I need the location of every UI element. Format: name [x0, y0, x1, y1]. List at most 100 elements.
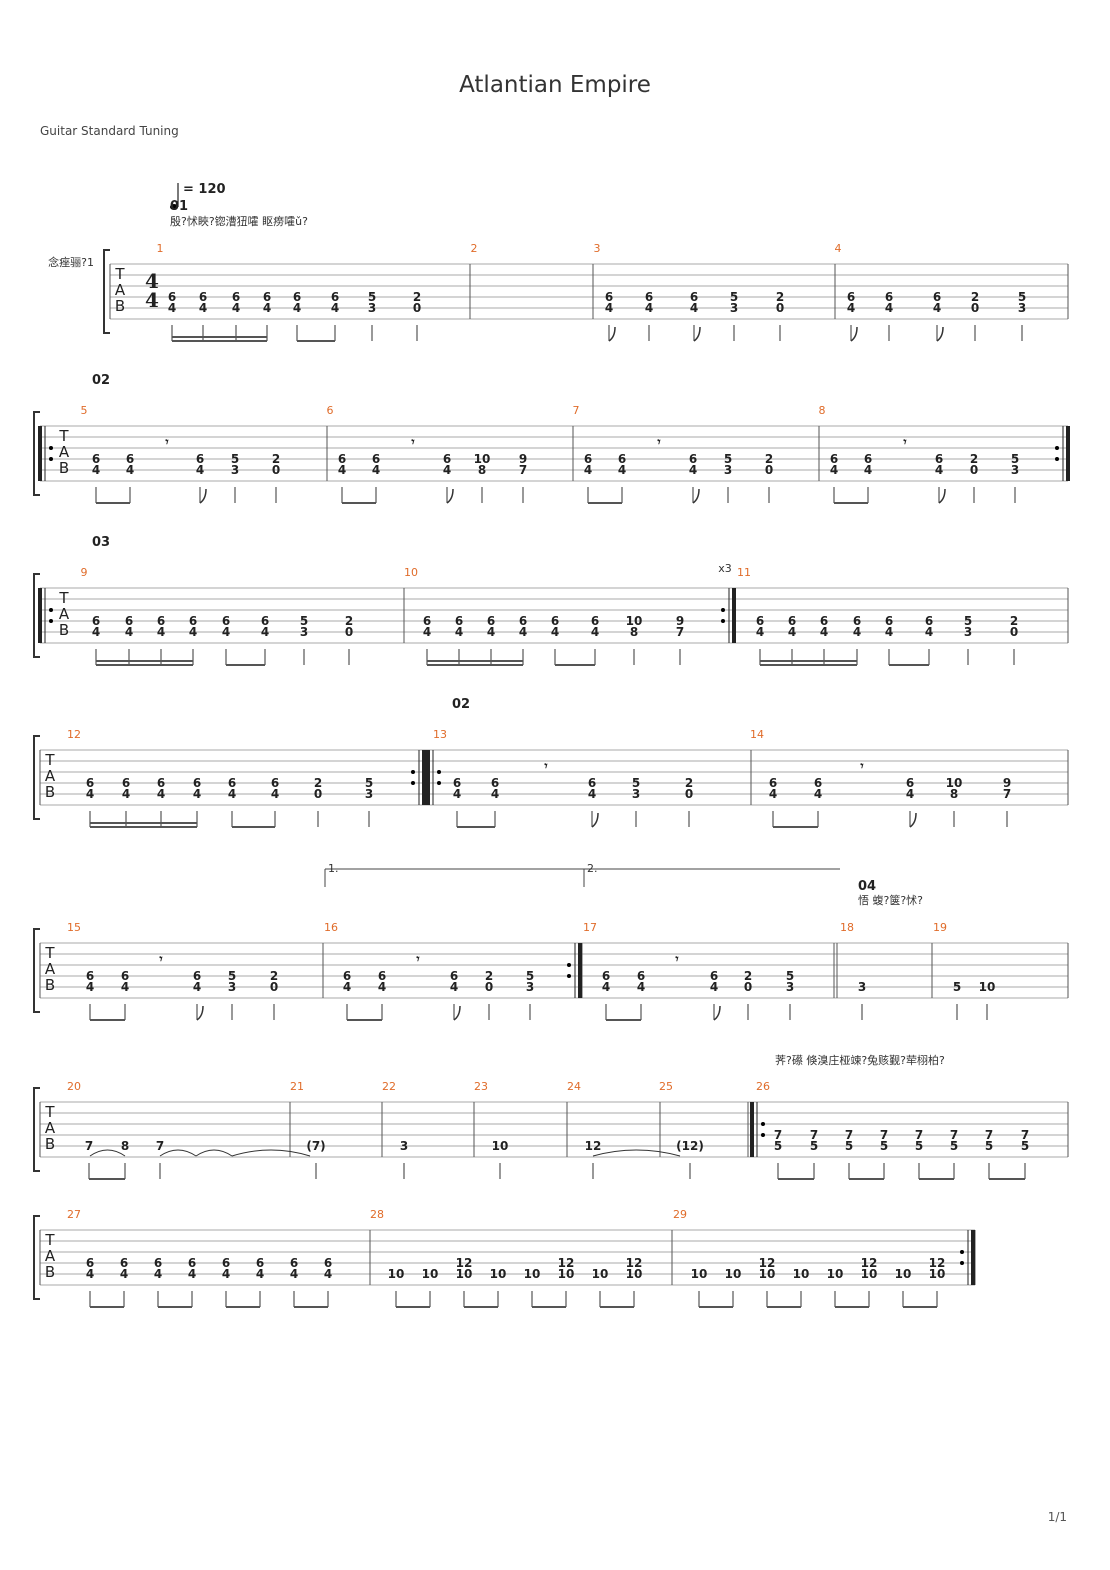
- fret-number: 6: [710, 969, 718, 983]
- fret-number: 10: [422, 1267, 439, 1281]
- fret-number: 2: [314, 776, 322, 790]
- fret-number: 10: [490, 1267, 507, 1281]
- fret-number: 6: [487, 614, 495, 628]
- fret-number: 6: [645, 290, 653, 304]
- fret-number: 6: [847, 290, 855, 304]
- tuning-label: Guitar Standard Tuning: [40, 124, 179, 138]
- fret-number: 10: [793, 1267, 810, 1281]
- fret-number: 6: [263, 290, 271, 304]
- bar-number: 7: [573, 404, 580, 417]
- fret-number: 4: [331, 301, 339, 315]
- fret-number: 2: [270, 969, 278, 983]
- fret-number: 2: [345, 614, 353, 628]
- fret-number: 4: [188, 1267, 196, 1281]
- fret-number: 6: [820, 614, 828, 628]
- tab-clef-letter: T: [58, 427, 69, 445]
- fret-number: 6: [885, 614, 893, 628]
- fret-number: 4: [232, 301, 240, 315]
- system-brace: [33, 735, 40, 820]
- fret-number: 6: [689, 452, 697, 466]
- tab-clef-letter: T: [44, 944, 55, 962]
- fret-number: 3: [365, 787, 373, 801]
- fret-number: 10: [524, 1267, 541, 1281]
- fret-number: 7: [519, 463, 527, 477]
- fret-number: 4: [293, 301, 301, 315]
- fret-number: 6: [122, 776, 130, 790]
- repeat-count: x3: [718, 562, 732, 575]
- system-brace: [33, 1215, 40, 1300]
- fret-number: 6: [222, 1256, 230, 1270]
- fret-number: 6: [222, 614, 230, 628]
- fret-number: 5: [845, 1139, 853, 1153]
- fret-number: 5: [228, 969, 236, 983]
- fret-number: 2: [765, 452, 773, 466]
- fret-number: 12: [929, 1256, 946, 1270]
- eighth-rest: 𝄾: [674, 952, 679, 966]
- fret-number: 3: [231, 463, 239, 477]
- bar-number: 4: [835, 242, 842, 255]
- fret-number: 2: [685, 776, 693, 790]
- fret-number: 4: [290, 1267, 298, 1281]
- bar-number: 9: [81, 566, 88, 579]
- fret-number: 4: [551, 625, 559, 639]
- bar-number: 8: [819, 404, 826, 417]
- fret-number: 4: [228, 787, 236, 801]
- tie-arc: [195, 1149, 233, 1157]
- fret-number: 5: [300, 614, 308, 628]
- fret-number: 4: [338, 463, 346, 477]
- fret-number: 3: [786, 980, 794, 994]
- fret-number: 6: [637, 969, 645, 983]
- bar-number: 5: [81, 404, 88, 417]
- fret-number: 7: [985, 1128, 993, 1142]
- bar-number: 12: [67, 728, 81, 741]
- fret-number: 0: [270, 980, 278, 994]
- fret-number: 7: [774, 1128, 782, 1142]
- fret-number: 10: [492, 1139, 509, 1153]
- fret-number: 4: [637, 980, 645, 994]
- note-flag: [850, 326, 858, 342]
- fret-number: 4: [92, 463, 100, 477]
- fret-number: 6: [864, 452, 872, 466]
- fret-number: 2: [272, 452, 280, 466]
- fret-number: 0: [272, 463, 280, 477]
- bar-number: 21: [290, 1080, 304, 1093]
- tie-arc: [89, 1149, 126, 1157]
- fret-number: 10: [725, 1267, 742, 1281]
- repeat-dot: [567, 963, 571, 967]
- eighth-rest: 𝄾: [902, 435, 907, 449]
- fret-number: 0: [776, 301, 784, 315]
- fret-number: 4: [453, 787, 461, 801]
- fret-number: 4: [853, 625, 861, 639]
- bar-number: 11: [737, 566, 751, 579]
- fret-number: 12: [558, 1256, 575, 1270]
- tie-arc: [231, 1149, 311, 1157]
- eighth-rest: 𝄾: [543, 759, 548, 773]
- fret-number: 5: [724, 452, 732, 466]
- repeat-dot: [721, 608, 725, 612]
- system-brace: [33, 928, 40, 1013]
- fret-number: 0: [1010, 625, 1018, 639]
- fret-number: 6: [756, 614, 764, 628]
- fret-number: 0: [413, 301, 421, 315]
- fret-number: 8: [630, 625, 638, 639]
- tab-clef-letter: A: [45, 1247, 56, 1265]
- fret-number: 8: [478, 463, 486, 477]
- repeat-dot: [437, 781, 441, 785]
- fret-number: 3: [858, 980, 866, 994]
- fret-number: 4: [120, 1267, 128, 1281]
- fret-number: 4: [645, 301, 653, 315]
- fret-number: 2: [413, 290, 421, 304]
- system-brace: [33, 411, 40, 496]
- tab-clef-letter: B: [45, 1263, 55, 1281]
- fret-number: 10: [759, 1267, 776, 1281]
- fret-number: 7: [880, 1128, 888, 1142]
- fret-number: 10: [861, 1267, 878, 1281]
- fret-number: 6: [605, 290, 613, 304]
- fret-number: 3: [526, 980, 534, 994]
- volta-label: 1.: [328, 862, 339, 875]
- fret-number: 5: [810, 1139, 818, 1153]
- tab-clef-letter: B: [45, 1135, 55, 1153]
- bar-number: 19: [933, 921, 947, 934]
- fret-number: 5: [964, 614, 972, 628]
